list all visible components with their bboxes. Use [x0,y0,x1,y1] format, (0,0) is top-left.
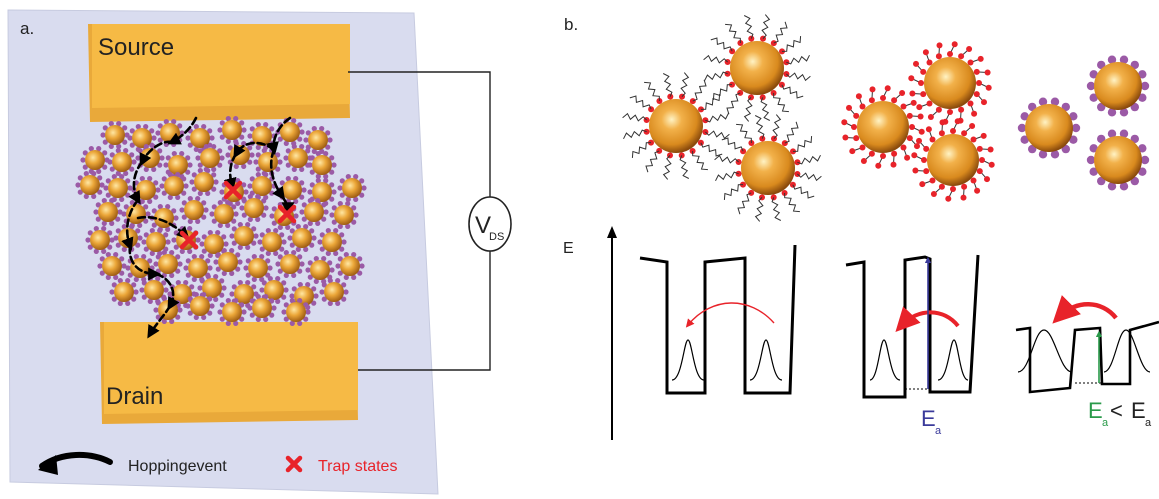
panel-b: b. E E a [563,14,1159,440]
ligand-nanoparticles [622,14,1150,222]
nanoparticle [329,201,359,229]
nanoparticle [75,171,105,199]
nanoparticle [185,124,215,152]
drain-label: Drain [106,383,163,410]
trap-states [179,180,297,250]
nanoparticle [85,226,115,254]
hopping-path [128,244,162,281]
legend-trap-label: Trap states [318,458,397,475]
short-ligand-nanoparticle [1017,97,1081,159]
nanoparticle [185,292,215,320]
energy-diagram-short-ligands [845,254,980,399]
short-ligand-nanoparticle [1086,129,1150,191]
panel-a-label: a. [20,19,34,38]
nanoparticle [283,144,313,172]
vds-main: V [475,212,491,239]
nanoparticle [287,224,317,252]
hopping-path [147,304,172,339]
vds-meter: V DS [468,196,512,252]
nanoparticle [103,174,133,202]
trap-state-3 [179,230,199,250]
drain-electrode: Drain [100,322,358,424]
nanoparticle [159,172,189,200]
activation-label-main: E [921,406,936,431]
medium-ligand-nanoparticle [908,41,992,125]
nanoparticle [209,200,239,228]
source-electrode: Source [88,24,350,122]
hopping-path [128,160,144,205]
nanoparticle [107,148,137,176]
nanoparticle [307,151,337,179]
nanoparticle [189,168,219,196]
trap-legend-icon [285,455,303,473]
nanoparticle [217,116,247,144]
nanoparticle [335,252,365,280]
compare-left-sub: a [1102,417,1109,429]
trap-state-1 [223,180,243,200]
vds-sub: DS [489,231,504,243]
hopping-path [154,272,180,311]
source-label: Source [98,34,174,61]
nanoparticle [139,276,169,304]
energy-diagram-long-ligands [639,244,797,395]
hopping-paths [121,116,295,339]
compare-left-main: E [1088,398,1103,423]
hopping-path [167,116,198,145]
nanoparticle [337,174,367,202]
compare-op: < [1110,398,1123,423]
nanoparticle [243,254,273,282]
hopping-path [121,198,140,251]
hopping-path [269,148,286,201]
panel-a: a. Source Drain V DS [7,9,512,495]
long-ligand-nanoparticle [703,14,811,122]
nanoparticle [247,294,277,322]
nanoparticle [281,298,311,326]
energy-diagram-inorganic-ligands [1015,295,1159,394]
nanoparticle [303,126,333,154]
nanoparticle [217,298,247,326]
nanoparticle [195,144,225,172]
nanoparticle [257,228,287,256]
medium-ligand-nanoparticle [841,85,925,169]
nanoparticle [317,228,347,256]
compare-right-sub: a [1145,417,1152,429]
hopping-path [266,116,292,156]
nanoparticle [229,222,259,250]
nanoparticle [97,252,127,280]
long-ligand-nanoparticle [714,114,822,222]
legend-hopping-label: Hoppingevent [128,458,227,475]
nanoparticle [109,278,139,306]
nanoparticle [213,248,243,276]
nanoparticle [179,196,209,224]
legend: Hoppingevent Trap states [38,451,397,475]
compare-right-main: E [1131,398,1146,423]
nanoparticle [305,256,335,284]
nanoparticle [183,254,213,282]
nanoparticle [275,250,305,278]
circuit-wire [348,71,491,371]
nanoparticle [299,198,329,226]
long-ligand-nanoparticle [622,72,730,180]
hopping-path [139,140,174,167]
nanoparticle [93,198,123,226]
nanoparticle [319,278,349,306]
energy-axis: E [563,226,617,440]
activation-label-sub: a [935,425,942,437]
hopping-path [233,141,276,159]
short-ligand-nanoparticle [1086,55,1150,117]
nanoparticle [199,230,229,258]
nanoparticle [239,194,269,222]
hopping-path [280,194,295,216]
hopping-path [223,152,238,192]
panel-b-label: b. [564,15,578,34]
medium-ligand-nanoparticle [911,118,995,202]
energy-axis-label: E [563,240,574,257]
trap-state-2 [277,204,297,224]
